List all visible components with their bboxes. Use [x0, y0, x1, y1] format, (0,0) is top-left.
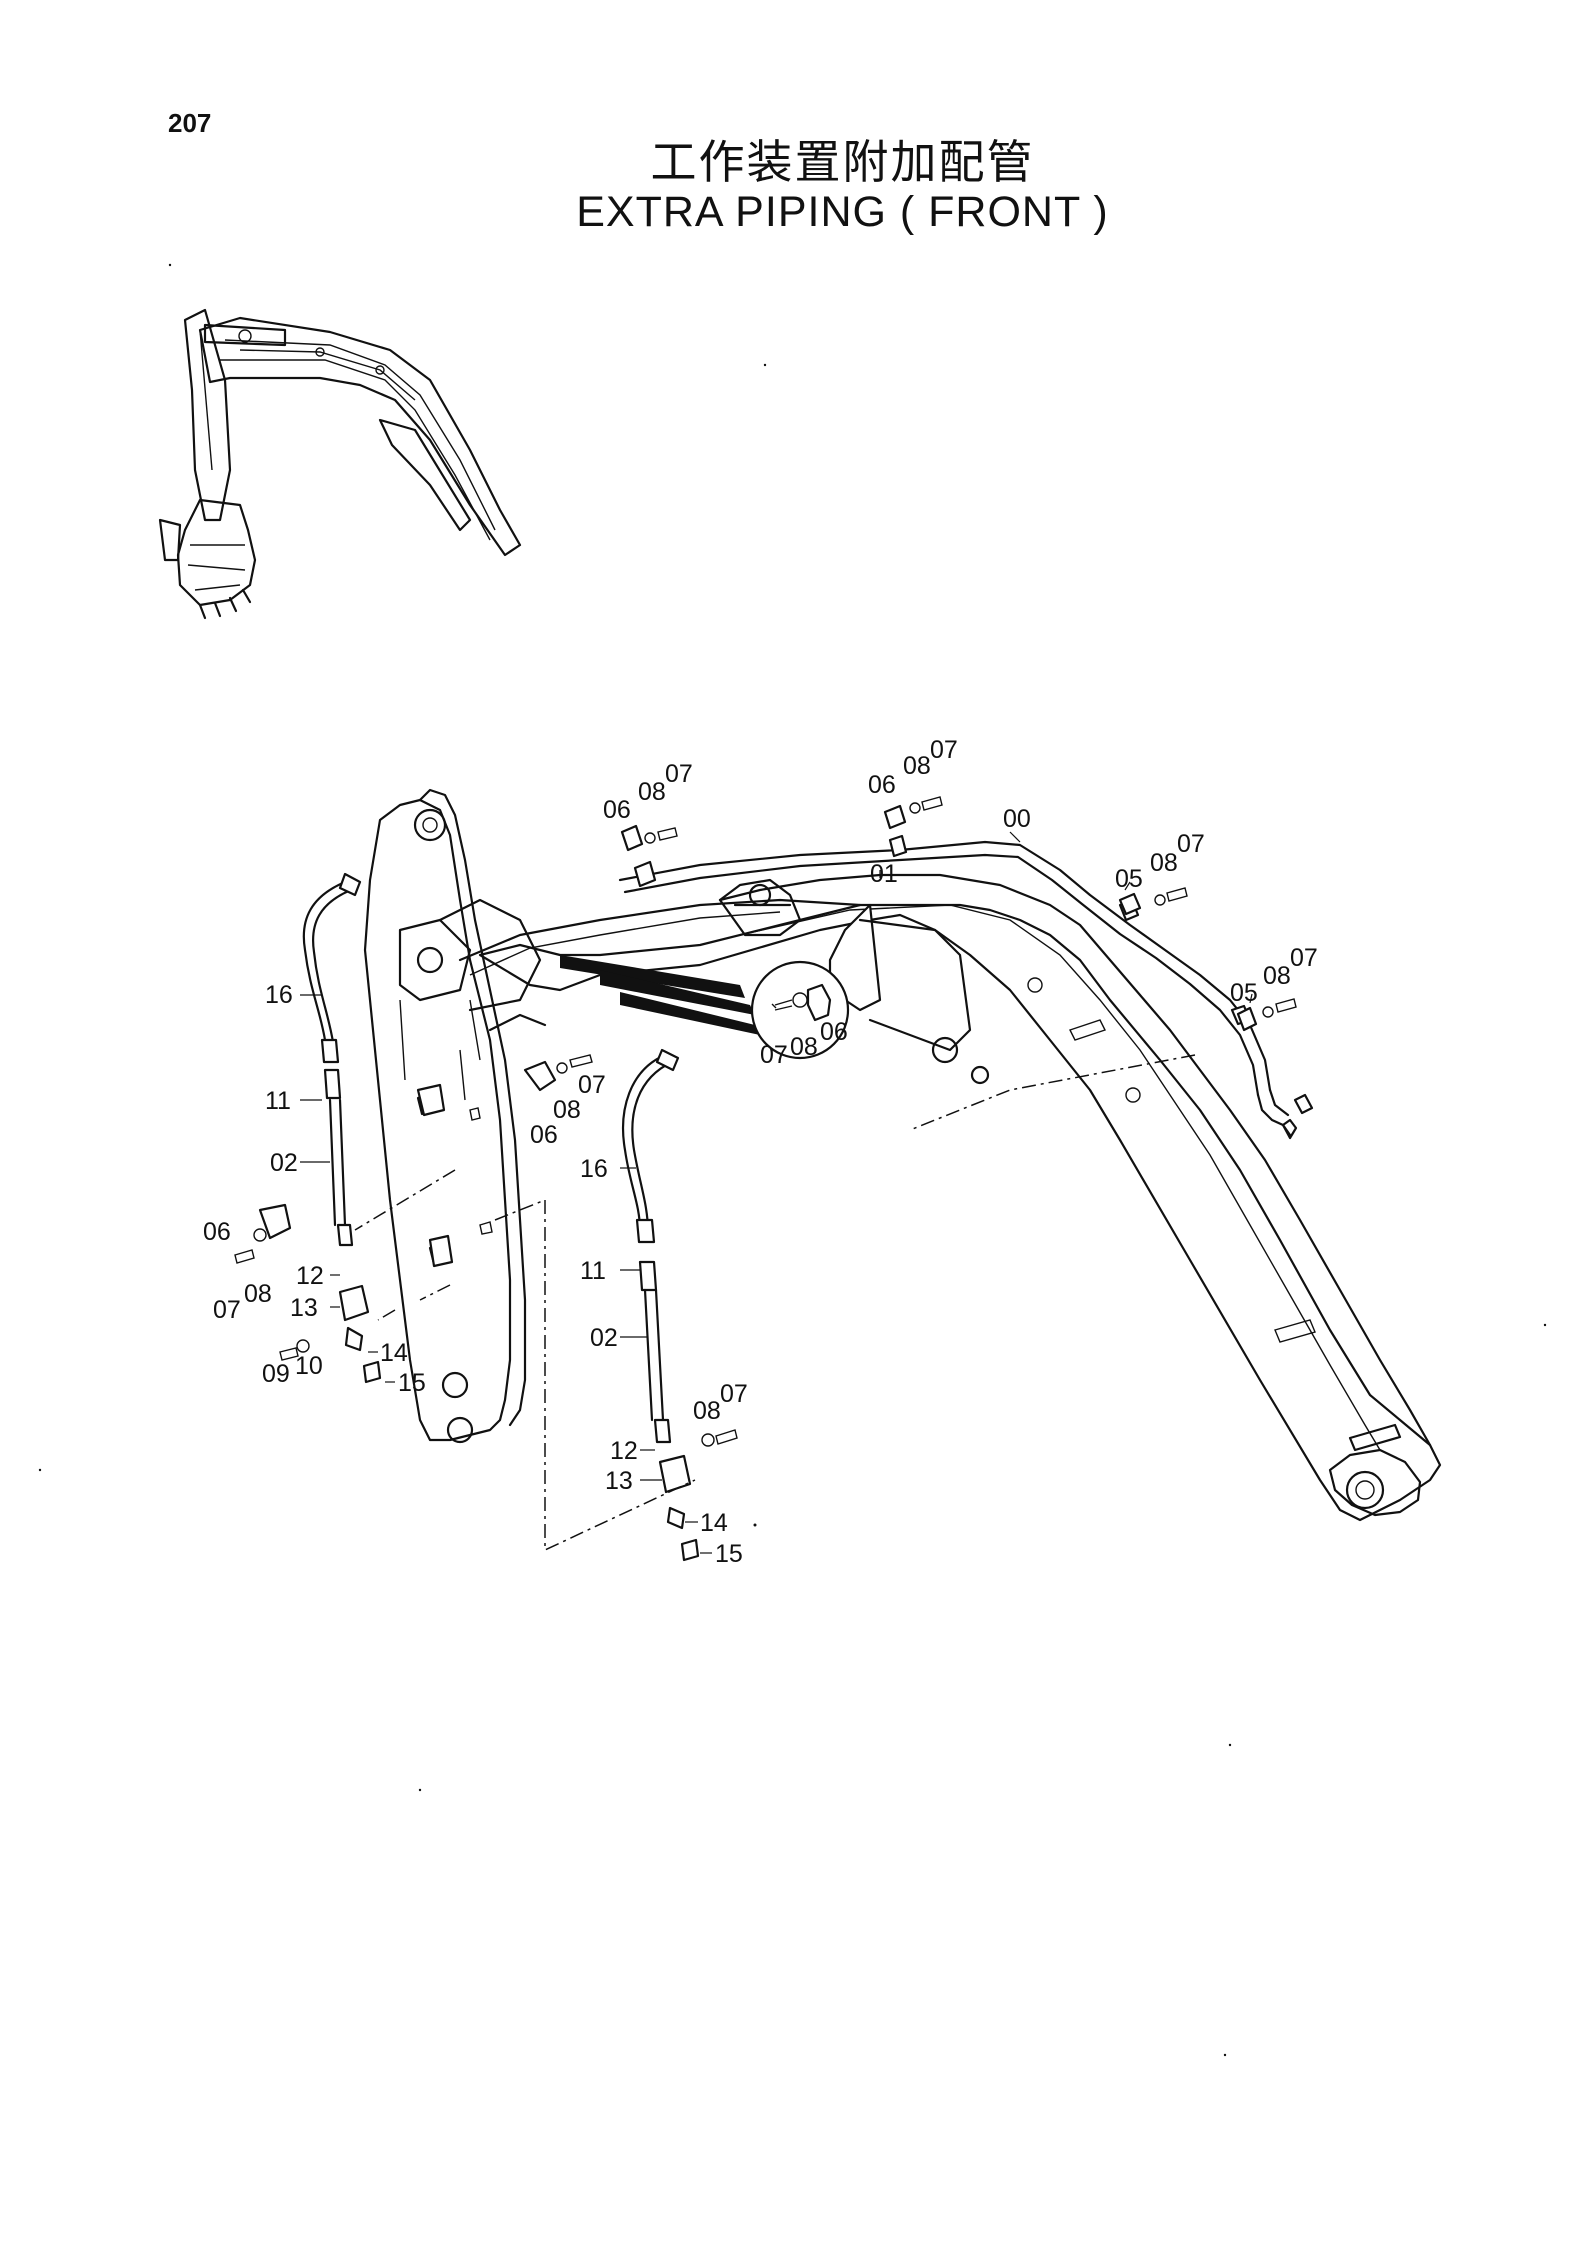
callout-06-top-mid: 06	[868, 771, 896, 799]
right-hose-assembly	[523, 1048, 738, 1562]
callout-07-top-left: 07	[665, 760, 693, 788]
boom-assembly	[363, 788, 1442, 1522]
leader-lines	[300, 831, 1253, 1554]
reference-lines	[354, 1054, 1196, 1552]
callout-06-mid: 06	[530, 1121, 558, 1149]
callout-08-right: 08	[693, 1397, 721, 1425]
callout-07-top-mid: 07	[930, 736, 958, 764]
callout-08-bubble: 08	[790, 1033, 818, 1061]
callout-02-left: 02	[270, 1149, 298, 1177]
callout-06-left: 06	[203, 1218, 231, 1246]
callout-07-right: 07	[720, 1380, 748, 1408]
callout-07-mid: 07	[578, 1071, 606, 1099]
top-fasteners	[620, 796, 1314, 1115]
callout-10: 10	[295, 1352, 323, 1380]
callout-08-top-left: 08	[638, 778, 666, 806]
callout-11-left: 11	[265, 1087, 291, 1115]
callout-07-upper-right: 07	[1177, 830, 1205, 858]
callout-09: 09	[262, 1360, 290, 1388]
callout-08-lower-right: 08	[1263, 962, 1291, 990]
callout-07-bubble: 07	[760, 1041, 788, 1069]
page-number: 207	[168, 108, 212, 138]
callout-05-lower: 05	[1230, 979, 1258, 1007]
callouts: 00 01 05 08 07 05 08 07 06 08 07 06 08 0…	[203, 736, 1318, 1568]
callout-06-bubble: 06	[820, 1018, 848, 1046]
callout-08-left: 08	[244, 1280, 272, 1308]
callout-00: 00	[1003, 805, 1031, 833]
callout-11-right: 11	[580, 1257, 606, 1285]
callout-12-left: 12	[296, 1262, 324, 1290]
callout-13-left: 13	[290, 1294, 318, 1322]
callout-14-right: 14	[700, 1509, 728, 1537]
callout-01: 01	[870, 860, 898, 888]
callout-15-left: 15	[398, 1369, 426, 1397]
callout-13-right: 13	[605, 1467, 633, 1495]
title-chinese: 工作装置附加配管	[650, 135, 1035, 189]
callout-08-top-mid: 08	[903, 752, 931, 780]
callout-07-left: 07	[213, 1296, 241, 1324]
callout-06-top-left: 06	[603, 796, 631, 824]
callout-08-upper-right: 08	[1150, 849, 1178, 877]
callout-08-mid: 08	[553, 1096, 581, 1124]
title-english: EXTRA PIPING ( FRONT )	[576, 188, 1109, 236]
left-hose-assembly	[234, 872, 454, 1384]
callout-16-left: 16	[265, 981, 293, 1009]
callout-16-right: 16	[580, 1155, 608, 1183]
callout-15-right: 15	[715, 1540, 743, 1568]
callout-07-lower-right: 07	[1290, 944, 1318, 972]
overview-thumbnail	[158, 308, 522, 620]
callout-05-upper: 05	[1115, 865, 1143, 893]
callout-12-right: 12	[610, 1437, 638, 1465]
callout-02-right: 02	[590, 1324, 618, 1352]
scan-specks	[38, 263, 1547, 2057]
callout-14-left: 14	[380, 1339, 408, 1367]
